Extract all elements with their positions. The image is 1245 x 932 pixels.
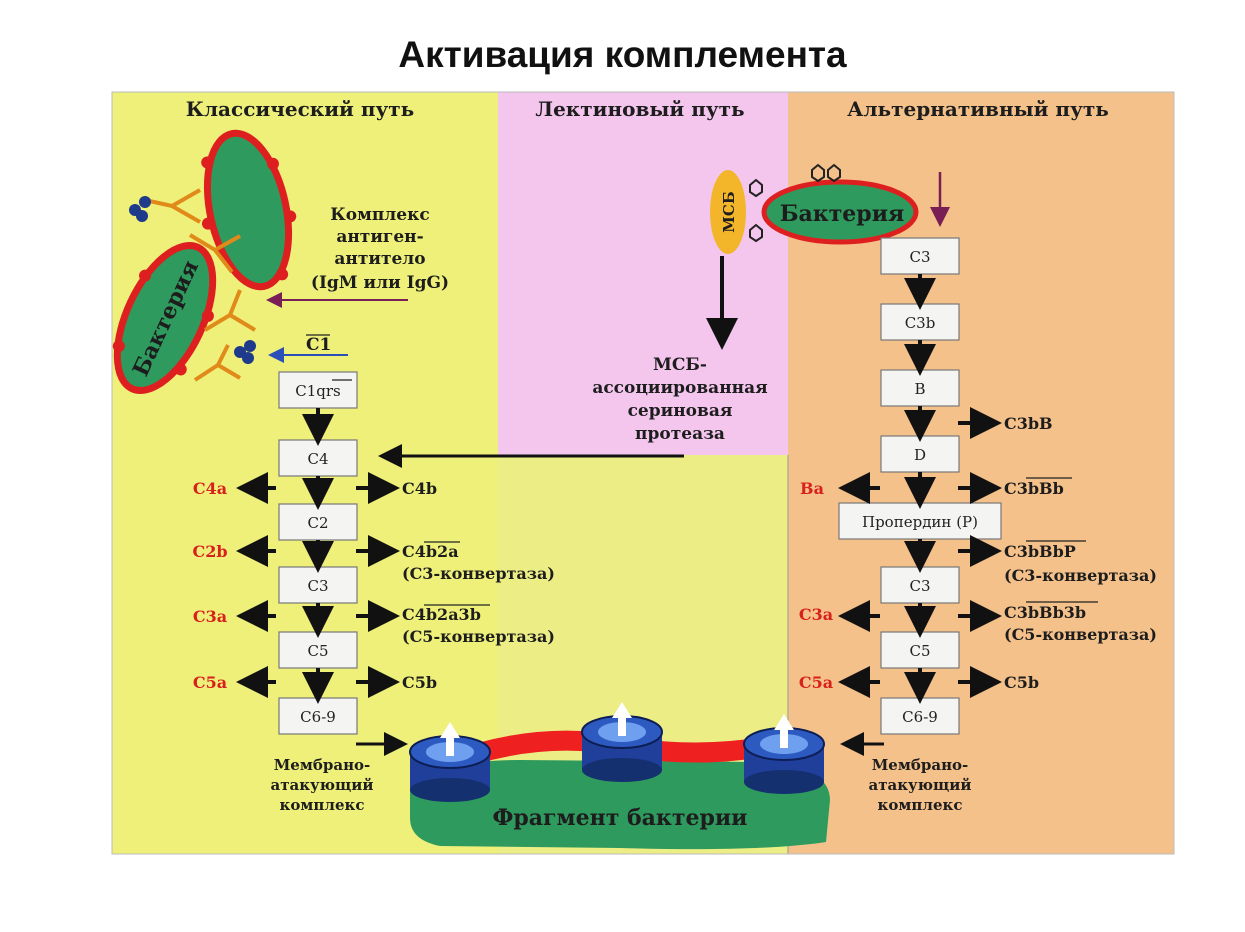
alternative-step-box-2: [880, 369, 960, 407]
alternative-step-label-7: C6-9: [902, 708, 938, 726]
alt-product-c5b: C5b: [1004, 673, 1039, 692]
classical-left-products: C4a C2b C3a C5a: [192, 479, 227, 692]
alt-mac-line-2: атакующий: [868, 776, 971, 794]
classical-bacteria-bottom: Бактерия: [112, 242, 217, 394]
alternative-step-box-3: [880, 435, 960, 473]
product-c3a: C3a: [193, 607, 227, 626]
protease-line-3: сериновая: [628, 401, 733, 421]
alternative-arrows: [838, 274, 1002, 704]
alternative-step-box-6: [880, 631, 960, 669]
msb-molecule: МСБ: [710, 170, 763, 254]
alt-product-c5-convertase: (C5-конвертаза): [1004, 625, 1157, 644]
lectin-bacteria-label: Бактерия: [780, 201, 905, 227]
alternative-step-box-1: [880, 303, 960, 341]
antibody-icon: [144, 188, 257, 382]
classical-step-box-1: [278, 439, 358, 477]
alternative-mac-label: Мембрано- атакующий комплекс: [868, 756, 971, 814]
alternative-step-box-5: [880, 566, 960, 604]
product-c3bb: C3bB: [1004, 414, 1053, 433]
fragment-label: Фрагмент бактерии: [493, 805, 748, 831]
complex-line-2: антиген-: [336, 227, 423, 247]
classical-mac-line-2: атакующий: [270, 776, 373, 794]
complex-line-4: (IgM или IgG): [311, 273, 449, 293]
alternative-step-label-0: C3: [909, 248, 930, 266]
c1-label: C1: [306, 335, 331, 355]
product-c3bbbp: C3bBbP: [1004, 542, 1076, 561]
classical-step-label-2: C2: [307, 514, 328, 532]
mac-pores: [409, 702, 825, 802]
classical-mac-label: Мембрано- атакующий комплекс: [270, 756, 373, 814]
protease-line-2: ассоциированная: [592, 378, 767, 398]
product-c3-convertase: (C3-конвертаза): [402, 564, 555, 583]
bacteria-fragment: [410, 760, 830, 850]
classical-step-label-0: C1qrs: [295, 382, 341, 400]
alt-product-c3-convertase: (C3-конвертаза): [1004, 566, 1157, 585]
alt-product-c3a: C3a: [799, 605, 833, 624]
product-c5-convertase: (C5-конвертаза): [402, 627, 555, 646]
product-c2b: C2b: [192, 542, 227, 561]
product-c4b2a: C4b2a: [402, 542, 459, 561]
product-ba: Ba: [800, 479, 824, 498]
alternative-right-products: C3bB C3bBb C3bBbP (C3-конвертаза) C3bBb3…: [1004, 414, 1157, 692]
mac-pore-icon-1: [581, 702, 663, 782]
complex-line-1: Комплекс: [330, 205, 429, 225]
product-c3bbb3b: C3bBb3b: [1004, 603, 1086, 622]
alternative-step-label-6: C5: [909, 642, 930, 660]
lectin-bacteria: Бактерия: [761, 163, 919, 245]
lectin-panel: [498, 92, 788, 455]
classical-bacteria-top: [201, 129, 297, 291]
alternative-left-products: Ba C3a C5a: [799, 479, 833, 692]
classical-step-label-4: C5: [307, 642, 328, 660]
classical-arrows: [236, 408, 400, 704]
alt-product-c5a: C5a: [799, 673, 833, 692]
complex-label: Комплекс антиген- антитело (IgM или IgG): [311, 205, 449, 293]
classical-step-label-5: C6-9: [300, 708, 336, 726]
alt-mac-line-1: Мембрано-: [872, 756, 969, 774]
header-lectin: Лектиновый путь: [535, 97, 744, 121]
alternative-step-label-1: C3b: [905, 314, 936, 332]
classical-step-label-1: C4: [307, 450, 328, 468]
protease-line-4: протеаза: [635, 424, 725, 444]
header-alternative: Альтернативный путь: [847, 97, 1109, 121]
diagram-frame: [111, 91, 1175, 855]
msb-label: МСБ: [720, 191, 738, 232]
classical-step-label-3: C3: [307, 577, 328, 595]
product-c4b: C4b: [402, 479, 437, 498]
product-c4a: C4a: [193, 479, 227, 498]
protease-label: МСБ- ассоциированная сериновая протеаза: [592, 355, 767, 444]
classical-mac-line-3: комплекс: [280, 796, 365, 814]
product-c4b2a3b: C4b2a3b: [402, 605, 481, 624]
alternative-step-box-0: [880, 237, 960, 275]
product-c3bbb: C3bBb: [1004, 479, 1064, 498]
protease-line-1: МСБ-: [653, 355, 707, 375]
alternative-step-label-2: B: [914, 380, 925, 398]
mac-pore-icon-2: [743, 714, 825, 794]
classical-step-box-3: [278, 566, 358, 604]
header-classical: Классический путь: [186, 97, 414, 121]
alternative-step-label-3: D: [914, 446, 926, 464]
mac-pore-icon-0: [409, 722, 491, 802]
product-c5a: C5a: [193, 673, 227, 692]
alternative-step-label-4: Пропердин (P): [862, 513, 978, 531]
classical-right-products: C4b C4b2a (C3-конвертаза) C4b2a3b (C5-ко…: [402, 479, 555, 692]
c1-complex-icon: [129, 196, 256, 364]
classical-mac-line-1: Мембрано-: [274, 756, 371, 774]
complex-line-3: антитело: [334, 249, 425, 269]
alternative-step-label-5: C3: [909, 577, 930, 595]
page-title: Активация комплемента: [398, 34, 847, 75]
product-c5b: C5b: [402, 673, 437, 692]
alt-mac-line-3: комплекс: [878, 796, 963, 814]
